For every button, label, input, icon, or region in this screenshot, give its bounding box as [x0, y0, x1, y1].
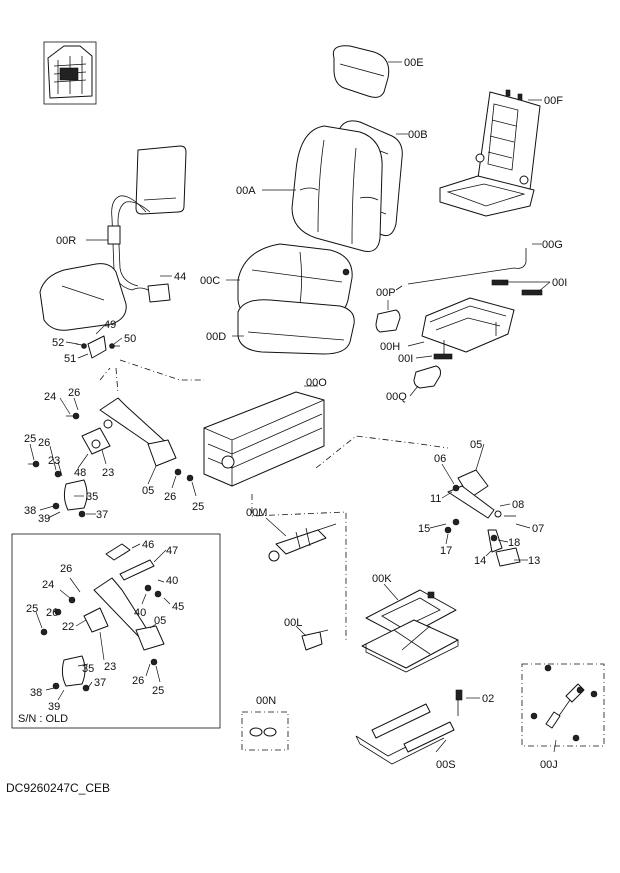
label-14: 14	[474, 555, 486, 567]
armrest-harness-assembly	[39, 145, 187, 331]
label-39-left: 39	[38, 513, 50, 525]
cap-set	[249, 727, 277, 737]
inset-serial-label: S/N : OLD	[18, 713, 68, 725]
label-00M: 00M	[246, 507, 267, 519]
label-00D: 00D	[206, 331, 226, 343]
drawing-number: DC9260247C_CEB	[6, 781, 110, 795]
mounting-clip	[301, 629, 329, 651]
label-00C: 00C	[200, 275, 220, 287]
label-15: 15	[418, 523, 430, 535]
label-35-left: 35	[86, 491, 98, 503]
label-05-left: 05	[142, 485, 154, 497]
label-46: 46	[142, 539, 154, 551]
label-00Q: 00Q	[386, 391, 407, 403]
label-00I-lower: 00I	[398, 353, 413, 365]
label-07: 07	[532, 523, 544, 535]
label-06: 06	[434, 453, 446, 465]
label-24-left: 24	[44, 391, 56, 403]
label-37-left: 37	[96, 509, 108, 521]
label-25-inset-left: 25	[26, 603, 38, 615]
label-51: 51	[64, 353, 76, 365]
label-24-inset: 24	[42, 579, 54, 591]
label-00B: 00B	[408, 129, 428, 141]
label-02: 02	[482, 693, 494, 705]
label-45: 45	[172, 601, 184, 613]
console-base	[361, 589, 459, 673]
label-47: 47	[166, 545, 178, 557]
headrest	[332, 45, 390, 98]
gas-damper	[530, 664, 598, 742]
label-23-left: 23	[48, 455, 60, 467]
label-13: 13	[528, 555, 540, 567]
label-05-right: 05	[470, 439, 482, 451]
label-00I-upper: 00I	[552, 277, 567, 289]
old-serial-inset-frame	[11, 533, 221, 729]
label-00H: 00H	[380, 341, 400, 353]
slide-rail-assembly	[395, 248, 543, 360]
grab-handle	[355, 689, 463, 765]
adjust-knob	[375, 309, 401, 333]
label-00N: 00N	[256, 695, 276, 707]
label-49: 49	[104, 319, 116, 331]
label-25-left: 25	[24, 433, 36, 445]
cap-set-box	[241, 711, 289, 751]
label-40-inset-bottom: 40	[134, 607, 146, 619]
label-23-inset: 23	[104, 661, 116, 673]
label-39-inset: 39	[48, 701, 60, 713]
label-11: 11	[430, 493, 441, 505]
label-26-left-mid: 26	[38, 437, 50, 449]
label-22: 22	[62, 621, 74, 633]
label-00S: 00S	[436, 759, 456, 771]
label-26-inset-right: 26	[132, 675, 144, 687]
label-05-inset: 05	[154, 615, 166, 627]
label-00J: 00J	[540, 759, 558, 771]
belt-bracket-small	[75, 335, 120, 359]
label-25-inset-right: 25	[152, 685, 164, 697]
label-00O: 00O	[306, 377, 327, 389]
label-23-mid: 23	[102, 467, 114, 479]
label-25-right: 25	[192, 501, 204, 513]
seat-belt-left	[28, 397, 194, 518]
label-38-inset: 38	[30, 687, 42, 699]
seat-pan	[237, 299, 355, 355]
label-18: 18	[508, 537, 520, 549]
label-44: 44	[174, 271, 186, 283]
lumbar-adjuster	[268, 523, 337, 562]
label-17: 17	[440, 545, 452, 557]
label-00G: 00G	[542, 239, 563, 251]
label-08: 08	[512, 499, 524, 511]
label-50: 50	[124, 333, 136, 345]
label-00E: 00E	[404, 57, 424, 69]
suspension-base	[203, 391, 325, 487]
label-48: 48	[74, 467, 86, 479]
machine-orientation-thumbnail	[43, 41, 97, 105]
label-00A: 00A	[236, 185, 256, 197]
label-26-inset-top: 26	[60, 563, 72, 575]
label-26-left-top: 26	[68, 387, 80, 399]
label-37-inset: 37	[94, 677, 106, 689]
label-00R: 00R	[56, 235, 76, 247]
label-00P: 00P	[376, 287, 396, 299]
label-52: 52	[52, 337, 64, 349]
label-40-inset-top: 40	[166, 575, 178, 587]
label-00K: 00K	[372, 573, 392, 585]
label-26-right: 26	[164, 491, 176, 503]
label-38-left: 38	[24, 505, 36, 517]
label-26-inset-mid: 26	[46, 607, 58, 619]
label-00F: 00F	[544, 95, 563, 107]
backrest-cushion	[291, 125, 383, 252]
seat-belt-right	[444, 469, 521, 567]
damper-kit-box	[521, 663, 605, 747]
label-35-inset: 35	[82, 663, 94, 675]
label-00L: 00L	[284, 617, 302, 629]
seat-back-frame	[439, 89, 541, 217]
seat-belt-old-type	[40, 543, 165, 692]
lever-handle	[413, 365, 441, 389]
